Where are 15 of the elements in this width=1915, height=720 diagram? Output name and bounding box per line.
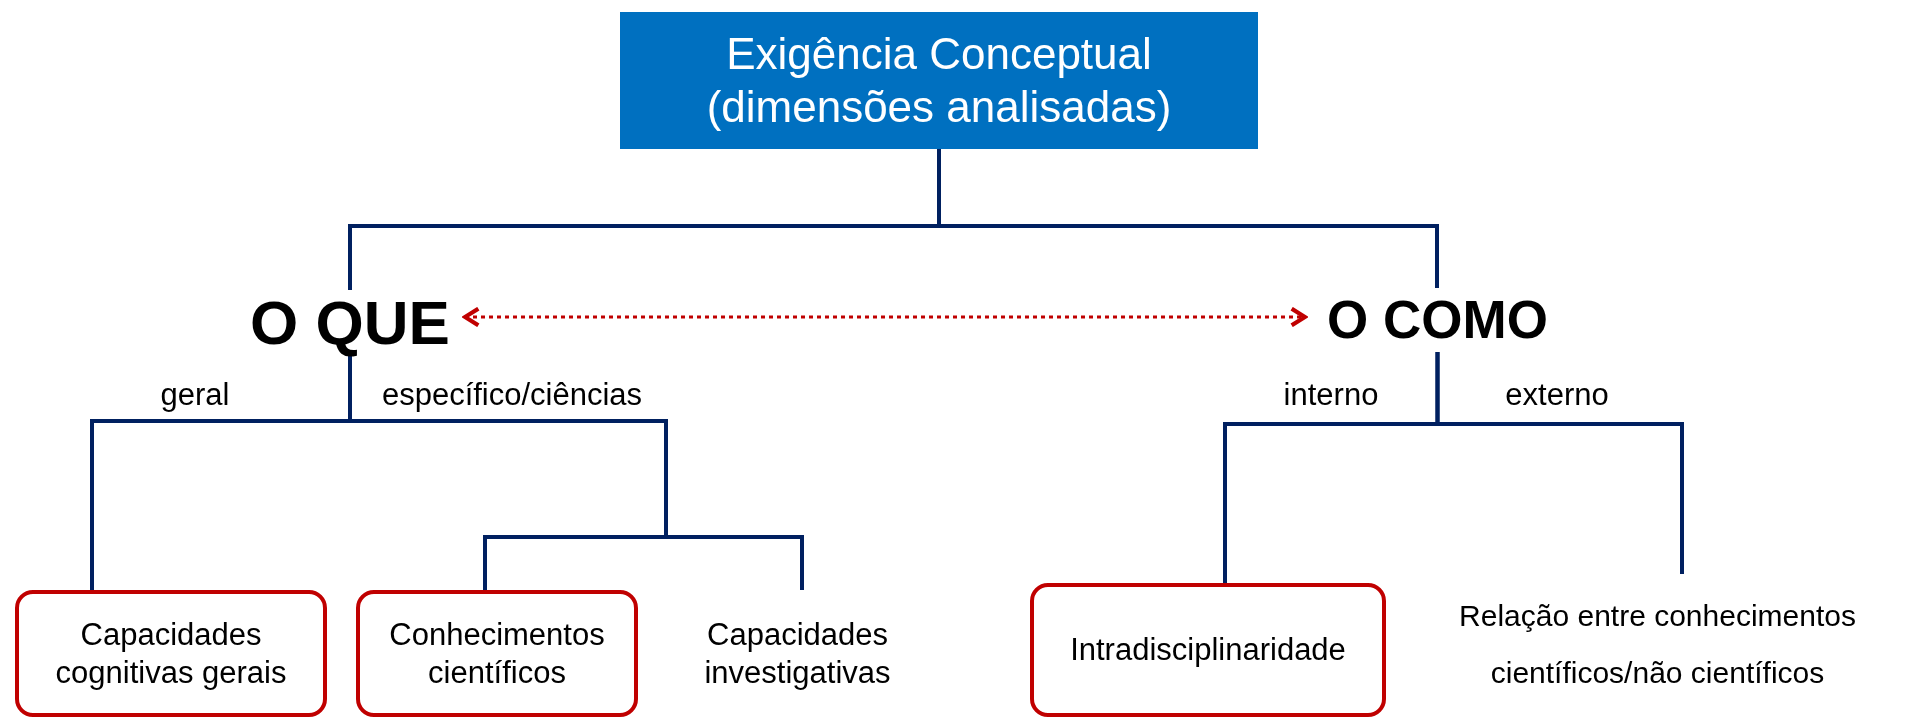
connector-line [348, 356, 804, 590]
title-box: Exigência Conceptual (dimensões analisadas) [620, 12, 1258, 149]
category-text: Capacidades investigativas [703, 616, 892, 691]
category-box: Conhecimentos científicos [356, 590, 638, 717]
branch-label: externo [1505, 377, 1609, 413]
connector-line [1435, 352, 1684, 574]
category-box: Capacidades cognitivas gerais [15, 590, 327, 717]
category-box: Intradisciplinaridade [1030, 583, 1386, 717]
double-arrow [462, 306, 1308, 328]
category-text: Relação entre conhecimentos científicos/não científicos [1458, 598, 1857, 691]
branch-heading: O QUE [250, 286, 450, 359]
branch-label: geral [160, 377, 230, 413]
branch-label: específico/ciências [381, 377, 643, 413]
branch-heading: O COMO [1327, 289, 1548, 352]
branch-label: interno [1283, 377, 1379, 413]
